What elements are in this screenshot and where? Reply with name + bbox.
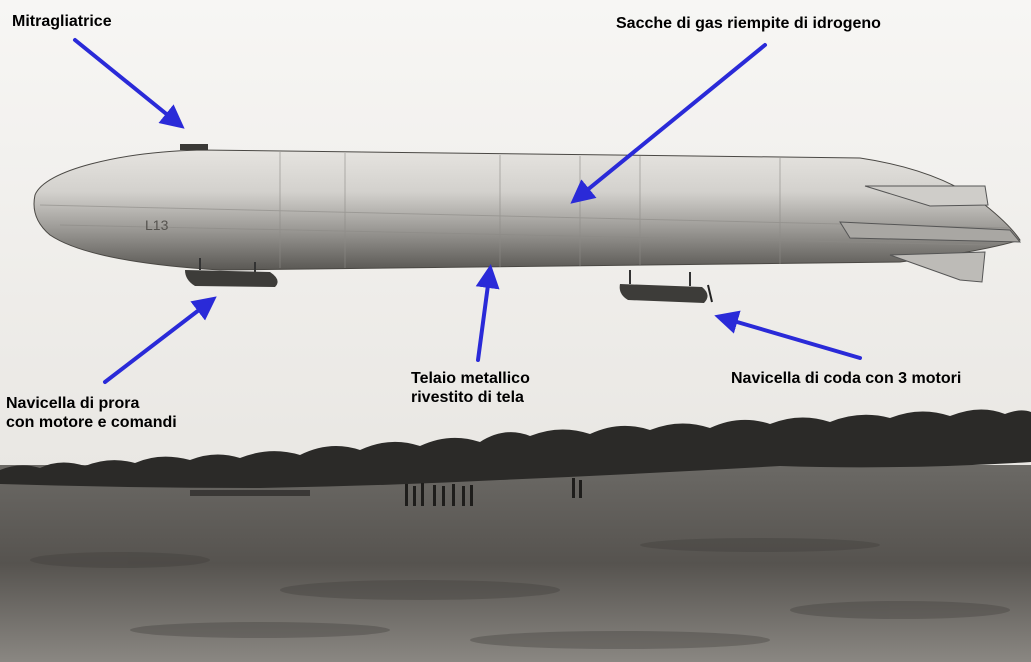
label-frame-line-2: rivestito di tela [411,389,524,406]
tail-fin-lower [889,251,986,283]
zeppelin: L13 [33,144,1022,303]
machine-gun-post [180,144,208,150]
label-frame: Telaio metallico rivestito di tela [411,369,530,407]
label-machine-gun: Mitragliatrice [12,13,112,30]
arrow-rear-gondola [714,310,862,360]
label-front-gondola-line-2: con motore e comandi [6,414,177,431]
label-rear-gondola: Navicella di coda con 3 motori [731,370,962,387]
tail-fin-upper [864,185,989,207]
label-frame-line-1: Telaio metallico [411,370,530,387]
label-front-gondola: Navicella di prora con motore e comandi [6,394,177,432]
arrow-front-gondola [103,296,217,384]
airfield [0,465,1031,662]
label-gas-bags: Sacche di gas riempite di idrogeno [616,15,881,32]
arrow-gas-bags [570,43,767,204]
field-texture [30,538,1010,649]
rear-gondola [619,284,708,303]
hull [33,149,1021,271]
crowd [190,478,582,506]
treeline [0,409,1031,488]
annotation-arrows [73,38,862,384]
front-gondola [185,270,278,287]
tail-stabilizer [839,221,1022,243]
arrow-machine-gun [73,38,185,129]
arrow-frame [475,264,500,362]
label-front-gondola-line-1: Navicella di prora [6,395,140,412]
hull-marking: L13 [145,217,169,233]
